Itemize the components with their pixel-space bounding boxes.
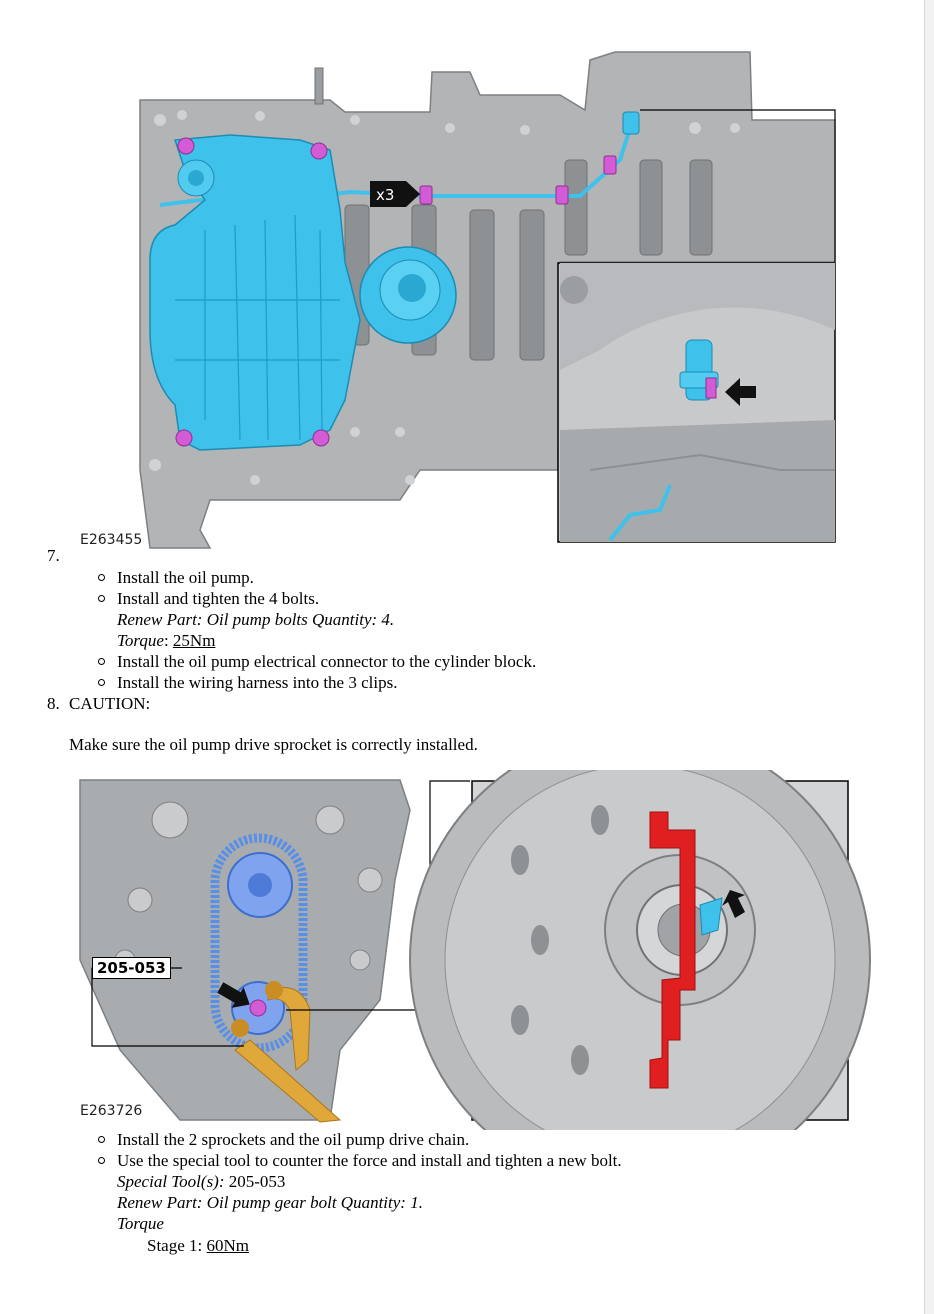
step-8-caution-heading: CAUTION: xyxy=(69,694,151,713)
step-7-number: 7. xyxy=(47,546,60,565)
special-tool-value: 205-053 xyxy=(224,1172,286,1191)
page-edge xyxy=(924,0,934,1314)
x3-callout: x3 xyxy=(376,186,394,204)
oil-pump-illustration: x3 xyxy=(139,51,836,549)
stage-value-link[interactable]: 60Nm xyxy=(206,1236,250,1255)
step-8-special-tool: Special Tool(s): 205-053 xyxy=(117,1171,285,1192)
step-7-bullet-3: Install the oil pump electrical connecto… xyxy=(117,652,537,671)
figure-code-e263726: E263726 xyxy=(80,1103,143,1119)
torque-label: Torque xyxy=(117,631,164,650)
step-8-bullet-1: Install the 2 sprockets and the oil pump… xyxy=(117,1130,470,1149)
tool-205-053-callout: 205-053 xyxy=(92,957,171,979)
figure-oil-pump-install: x3 E263455 xyxy=(0,0,934,560)
special-tool-label: Special Tool(s): xyxy=(117,1172,225,1191)
step-7-bullet-4: Install the wiring harness into the 3 cl… xyxy=(117,673,398,692)
step-8-bullet-2: Use the special tool to counter the forc… xyxy=(117,1151,622,1170)
step-7-bullet-2: Install and tighten the 4 bolts. xyxy=(117,589,320,608)
step-7-bullet-1: Install the oil pump. xyxy=(117,568,254,587)
figure-sprocket-install: 205-053 E263726 xyxy=(0,729,934,1191)
step-8-stage-1: Stage 1: 60Nm xyxy=(147,1235,249,1256)
torque-value-link[interactable]: 25Nm xyxy=(172,631,216,650)
bullet-icon xyxy=(98,1136,105,1143)
step-7-renew-part: Renew Part: Oil pump bolts Quantity: 4. xyxy=(117,610,395,629)
step-8-torque-label: Torque xyxy=(117,1214,164,1233)
step-8-renew-part: Renew Part: Oil pump gear bolt Quantity:… xyxy=(117,1193,423,1212)
bullet-icon xyxy=(98,658,105,665)
step-8-number: 8. xyxy=(47,694,60,713)
sprocket-illustration xyxy=(79,729,871,1191)
bullet-icon xyxy=(98,595,105,602)
torque-separator: : xyxy=(163,631,173,650)
stage-label: Stage 1: xyxy=(147,1236,207,1255)
bullet-icon xyxy=(98,679,105,686)
step-8-caution-text: Make sure the oil pump drive sprocket is… xyxy=(69,735,478,754)
figure-code-e263455: E263455 xyxy=(80,532,143,548)
bullet-icon xyxy=(98,1157,105,1164)
step-7-torque: Torque: 25Nm xyxy=(117,630,215,651)
bullet-icon xyxy=(98,574,105,581)
